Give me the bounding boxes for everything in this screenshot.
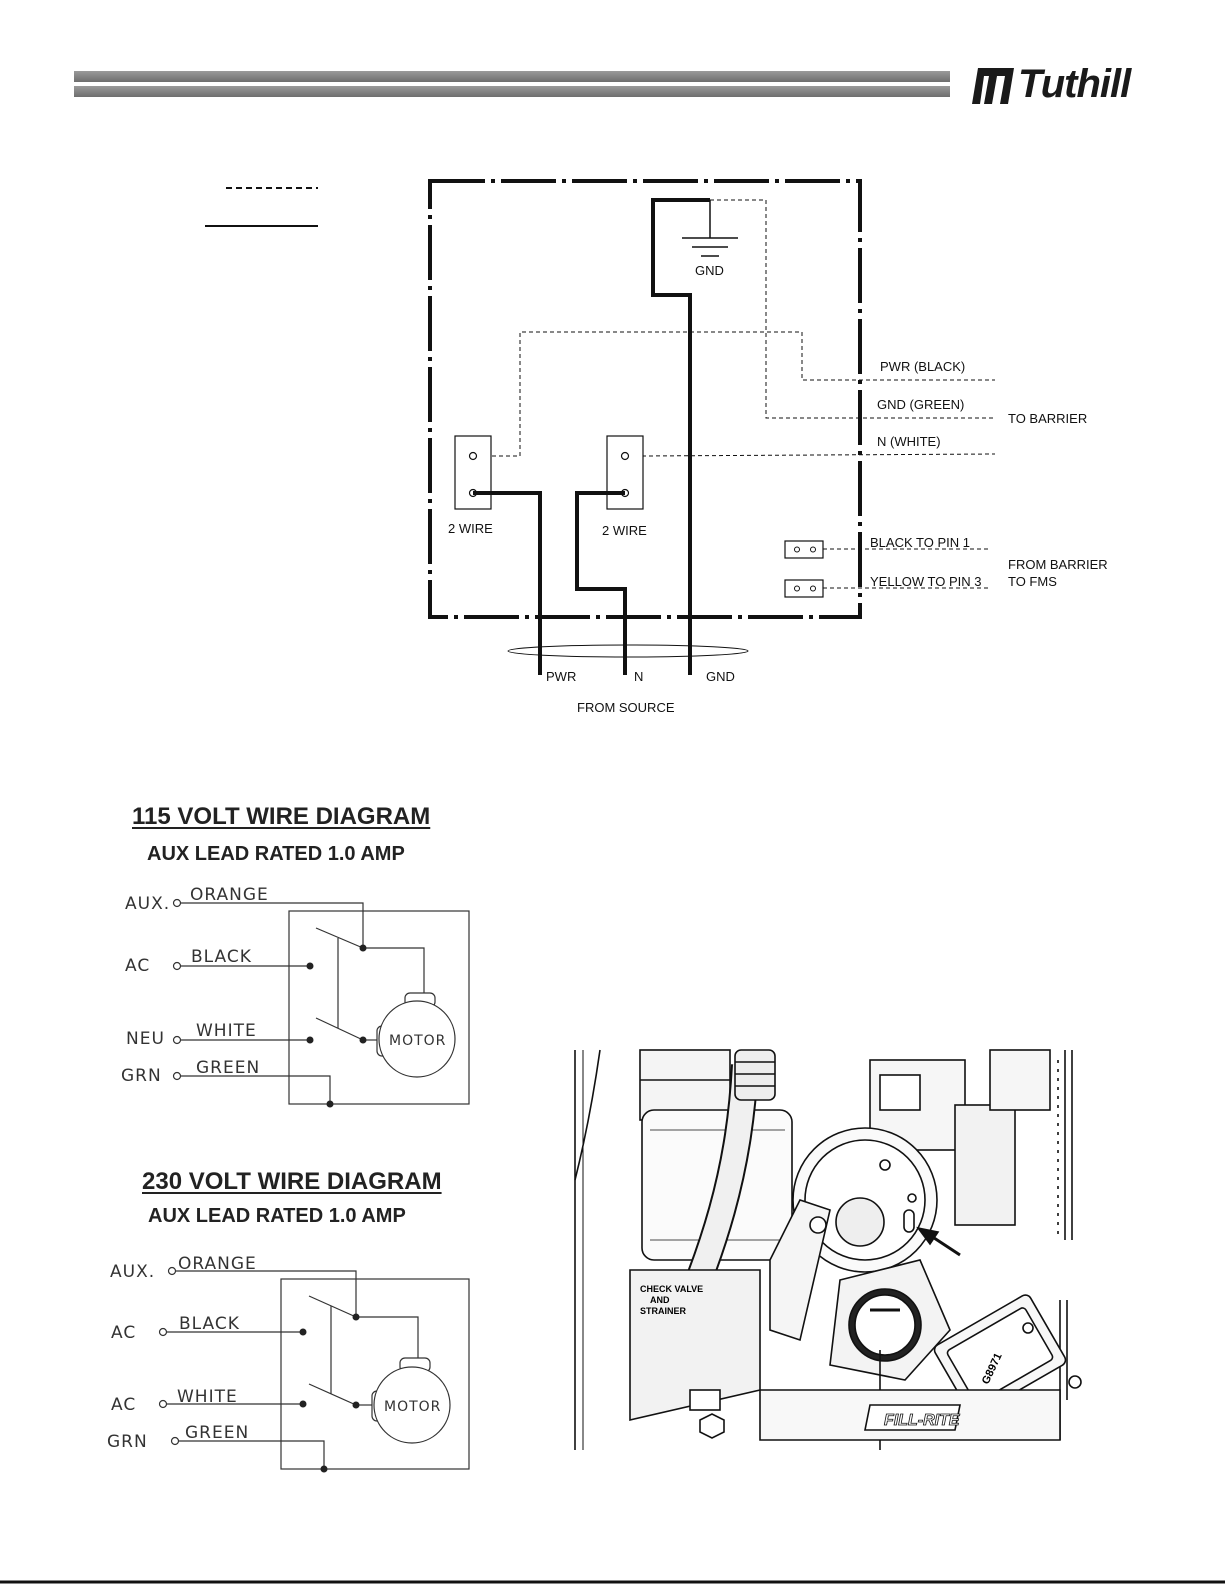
terminal-aux-115: AUX. <box>125 894 170 914</box>
two-wire-left-label: 2 WIRE <box>448 521 493 536</box>
terminal-ac2-230: AC <box>111 1395 136 1415</box>
wire-white-115: WHITE <box>196 1021 257 1041</box>
gnd-green-wire <box>710 199 995 419</box>
tuthill-logo-icon <box>972 68 1014 104</box>
gnd-top-label: GND <box>695 263 724 278</box>
terminal-aux-230: AUX. <box>110 1262 155 1282</box>
terminal-grn-230: GRN <box>107 1432 148 1452</box>
neutral-conductor <box>575 491 627 675</box>
terminal-grn-115: GRN <box>121 1066 162 1086</box>
n-white-wire <box>641 453 996 457</box>
enclosure-box <box>428 179 862 619</box>
diagram-115-drawing: MOTOR AUX. AC NEU GRN ORANGE BLACK WHITE… <box>121 885 470 1108</box>
to-barrier-label: TO BARRIER <box>1008 411 1087 426</box>
wire-white-230: WHITE <box>177 1387 238 1407</box>
diagram-115-title: 115 VOLT WIRE DIAGRAM <box>132 803 431 830</box>
motor-label-230: MOTOR <box>384 1399 441 1415</box>
wire-black-115: BLACK <box>191 947 252 967</box>
pwr-black-label: PWR (BLACK) <box>880 359 965 374</box>
valve-label-2: AND <box>650 1295 670 1305</box>
from-source-label: FROM SOURCE <box>577 700 675 715</box>
motor-label-115: MOTOR <box>389 1033 446 1049</box>
header-bar-bottom <box>74 86 950 97</box>
wire-black-230: BLACK <box>179 1314 240 1334</box>
pwr-source-label: PWR <box>546 669 576 684</box>
terminal-neu-115: NEU <box>126 1029 165 1049</box>
black-pin1-label: BLACK TO PIN 1 <box>870 535 970 550</box>
cable-bundle <box>507 644 749 658</box>
wire-orange-230: ORANGE <box>178 1254 257 1274</box>
gnd-source-label: GND <box>706 669 735 684</box>
valve-label-3: STRAINER <box>640 1306 687 1316</box>
gnd-green-label: GND (GREEN) <box>877 397 964 412</box>
two-wire-right-label: 2 WIRE <box>602 523 647 538</box>
terminal-block-left <box>454 435 492 510</box>
ground-conductor <box>651 198 710 675</box>
terminal-block-right <box>606 435 644 510</box>
n-white-label: N (WHITE) <box>877 434 941 449</box>
pwr-conductor <box>473 491 542 675</box>
brand-logo-text: Tuthill <box>1018 62 1131 106</box>
to-fms-label: TO FMS <box>1008 574 1057 589</box>
valve-label-1: CHECK VALVE <box>640 1284 703 1294</box>
diagram-115-subtitle: AUX LEAD RATED 1.0 AMP <box>147 843 405 865</box>
pump-illustration <box>574 1049 1082 1450</box>
from-barrier-label: FROM BARRIER <box>1008 557 1108 572</box>
brand-plate-label: FILL-RITE <box>884 1412 961 1429</box>
header-bar-top <box>74 71 950 82</box>
diagram-230-drawing: MOTOR AUX. AC AC GRN ORANGE BLACK WHITE … <box>107 1254 470 1473</box>
pwr-black-wire <box>492 331 995 457</box>
wire-orange-115: ORANGE <box>190 885 269 905</box>
diagram-230-subtitle: AUX LEAD RATED 1.0 AMP <box>148 1205 406 1227</box>
terminal-ac1-230: AC <box>111 1323 136 1343</box>
diagram-230-title: 230 VOLT WIRE DIAGRAM <box>142 1168 442 1195</box>
wire-green-230: GREEN <box>185 1423 249 1443</box>
terminal-ac-115: AC <box>125 956 150 976</box>
wire-green-115: GREEN <box>196 1058 260 1078</box>
yellow-pin3-label: YELLOW TO PIN 3 <box>870 574 982 589</box>
n-source-label: N <box>634 669 643 684</box>
barrier-terminal-pin3 <box>784 579 824 598</box>
barrier-terminal-pin1 <box>784 540 824 559</box>
